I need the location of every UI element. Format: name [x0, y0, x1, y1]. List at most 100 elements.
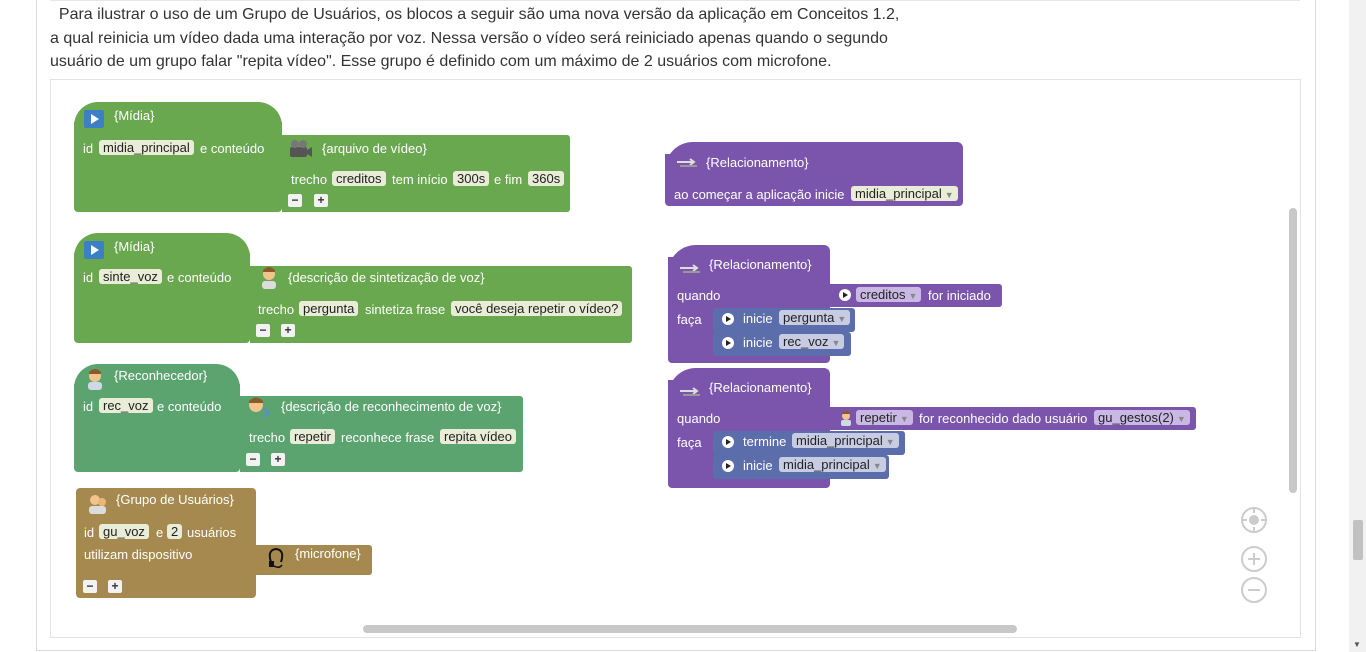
user-group-icon — [86, 492, 110, 519]
arrows-icon — [679, 385, 701, 402]
page-scrollbar-thumb[interactable] — [1353, 520, 1363, 560]
action-target-value: midia_principal — [796, 433, 883, 448]
scroll-down-arrow-icon[interactable]: ▼ — [1353, 640, 1361, 649]
speaking-person-icon — [258, 266, 280, 293]
intro-paragraph: Para ilustrar o uso de um Grupo de Usuár… — [50, 3, 950, 74]
content-label: e conteúdo — [167, 270, 232, 285]
segment-field[interactable]: creditos — [332, 171, 386, 186]
action-verb: termine — [743, 434, 787, 449]
relationship-title: {Relacionamento} — [709, 257, 812, 272]
user-count-field[interactable]: 2 — [167, 524, 183, 539]
minus-button[interactable]: − — [288, 194, 302, 207]
play-square-icon — [84, 241, 104, 259]
media-title: {Mídia} — [114, 108, 155, 123]
dropdown-arrow-icon: ▼ — [1176, 414, 1186, 424]
minus-button[interactable]: − — [83, 580, 97, 593]
start-field[interactable]: 300s — [453, 171, 490, 186]
start-label: tem início — [392, 172, 448, 187]
play-icon — [722, 337, 734, 349]
media-title: {Mídia} — [114, 239, 155, 254]
dropdown-arrow-icon: ▼ — [885, 437, 895, 447]
recognizer-id-field[interactable]: rec_voz — [99, 398, 153, 413]
phrase-field[interactable]: você deseja repetir o vídeo? — [451, 301, 623, 316]
users-label: usuários — [187, 525, 237, 540]
relationship-title: {Relacionamento} — [709, 380, 812, 395]
relationship-title: {Relacionamento} — [706, 155, 809, 170]
target-value: midia_principal — [855, 186, 942, 201]
group-title: {Grupo de Usuários} — [116, 492, 234, 507]
dropdown-arrow-icon: ▼ — [908, 291, 918, 301]
condition-value: creditos — [860, 287, 906, 302]
action-target-dropdown[interactable]: midia_principal▼ — [792, 433, 899, 448]
action-verb: inicie — [743, 311, 773, 326]
action-target-dropdown[interactable]: pergunta▼ — [779, 310, 851, 325]
media-id-field[interactable]: midia_principal — [99, 140, 194, 155]
id-label: id — [84, 525, 95, 540]
play-icon — [839, 289, 851, 301]
id-label: id — [83, 270, 94, 285]
zoom-in-icon[interactable] — [1241, 546, 1267, 572]
condition-dropdown[interactable]: creditos▼ — [856, 287, 922, 302]
relationship-text: ao começar a aplicação inicie — [674, 187, 845, 202]
minus-button[interactable]: − — [256, 324, 270, 337]
play-icon — [722, 460, 734, 472]
media-id-field[interactable]: sinte_voz — [99, 269, 162, 284]
film-reel-icon — [288, 138, 314, 163]
microphone-icon — [265, 546, 287, 573]
intro-line: usuário de um grupo falar "repita vídeo"… — [50, 53, 832, 70]
content-panel — [36, 0, 1316, 651]
condition-value: repetir — [860, 410, 897, 425]
recognizer-title: {Reconhecedor} — [114, 368, 208, 383]
id-label: id — [83, 399, 94, 414]
user-dropdown[interactable]: gu_gestos(2)▼ — [1094, 410, 1190, 425]
group-id-field[interactable]: gu_voz — [99, 524, 149, 539]
divider — [50, 0, 1300, 1]
segment-field[interactable]: pergunta — [299, 301, 359, 316]
content-label: e conteúdo — [157, 399, 222, 414]
workspace-vertical-scrollbar[interactable] — [1289, 208, 1297, 493]
segment-label: trecho — [258, 302, 295, 317]
dropdown-arrow-icon: ▼ — [837, 314, 847, 324]
page-scrollbar[interactable] — [1349, 0, 1366, 652]
plus-button[interactable]: + — [281, 324, 295, 337]
plus-button[interactable]: + — [108, 580, 122, 593]
do-label: faça — [677, 435, 702, 450]
user-value: gu_gestos(2) — [1098, 410, 1174, 425]
device-title: {microfone} — [295, 546, 361, 561]
content-title: {descrição de reconhecimento de voz} — [281, 399, 502, 414]
action-target-dropdown[interactable]: rec_voz▼ — [779, 334, 845, 349]
content-title: {descrição de sintetização de voz} — [288, 270, 485, 285]
workspace-horizontal-scrollbar[interactable] — [363, 625, 1017, 633]
play-square-icon — [84, 110, 104, 128]
device-label: utilizam dispositivo — [84, 547, 193, 562]
intro-line: a qual reinicia um vídeo dada uma intera… — [50, 29, 888, 47]
condition-dropdown[interactable]: repetir▼ — [856, 410, 913, 425]
crosshair-icon[interactable] — [1241, 507, 1267, 533]
end-field[interactable]: 360s — [528, 171, 565, 186]
content-title: {arquivo de vídeo} — [322, 141, 427, 156]
segment-label: trecho — [249, 430, 286, 445]
person-icon — [84, 368, 106, 393]
blockly-workspace[interactable]: {Mídia} id midia_principal e conteúdo {a… — [50, 79, 1301, 638]
action-target-value: pergunta — [783, 310, 835, 325]
minus-button[interactable]: − — [246, 453, 260, 466]
phrase-field[interactable]: repita vídeo — [440, 429, 516, 444]
when-label: quando — [677, 411, 721, 426]
segment-field[interactable]: repetir — [290, 429, 335, 444]
condition-text: for reconhecido dado usuário — [919, 411, 1088, 426]
zoom-out-icon[interactable] — [1241, 577, 1267, 603]
segment-label: trecho — [291, 172, 328, 187]
end-label: e fim — [494, 172, 523, 187]
do-label: faça — [677, 312, 702, 327]
plus-button[interactable]: + — [314, 194, 328, 207]
intro-line: Para ilustrar o uso de um Grupo de Usuár… — [50, 6, 900, 23]
target-dropdown[interactable]: midia_principal▼ — [851, 186, 958, 201]
arrows-icon — [679, 262, 701, 279]
action-target-dropdown[interactable]: midia_principal▼ — [779, 457, 886, 472]
e-label: e — [156, 525, 164, 540]
dropdown-arrow-icon: ▼ — [872, 461, 882, 471]
plus-button[interactable]: + — [271, 453, 285, 466]
arrows-icon — [676, 156, 698, 173]
listening-person-icon — [246, 395, 271, 424]
play-icon — [722, 313, 734, 325]
